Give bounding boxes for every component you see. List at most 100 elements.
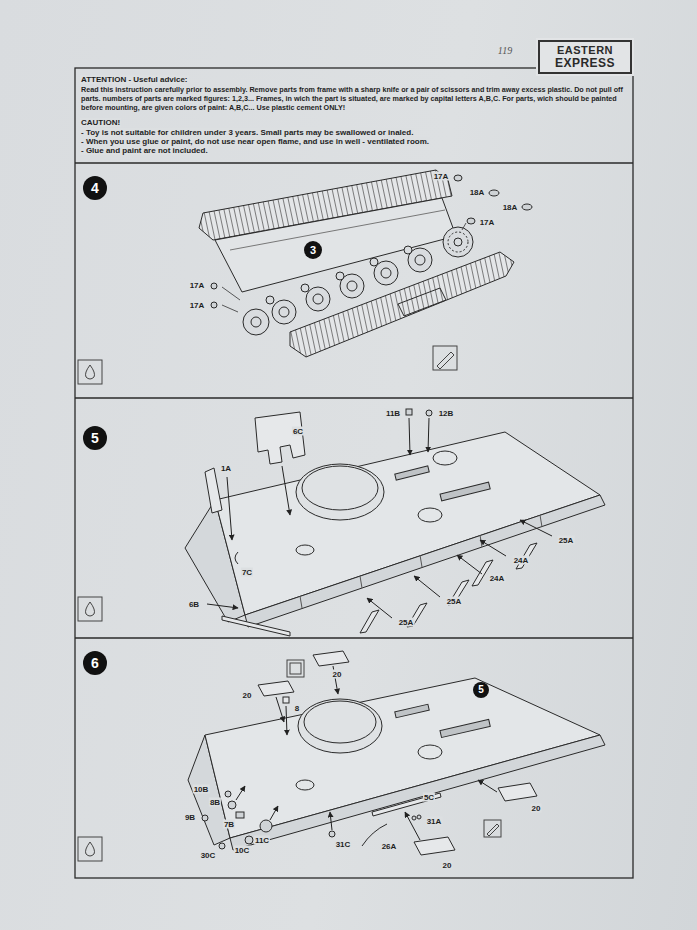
part-callout: 8: [294, 704, 300, 713]
drawing-stroke: [440, 482, 490, 501]
drawing-stroke: [437, 352, 454, 369]
drawing-stroke: [286, 706, 287, 735]
drawing-stroke: [467, 218, 475, 224]
drawing-stroke: [258, 681, 294, 696]
part-callout: 17A: [479, 218, 496, 227]
instruction-note: Read this instruction carefully prior to…: [80, 85, 632, 112]
drawing-stroke: [251, 317, 261, 327]
drawing-stroke: [360, 543, 537, 633]
drawing-stroke: [304, 701, 376, 743]
drawing-stroke: [290, 252, 514, 357]
drawing-stroke: [188, 651, 605, 855]
drawing-stroke: [298, 699, 382, 753]
drawing-stroke: [255, 412, 305, 464]
drawing-stroke: [243, 309, 269, 335]
drawing-stroke: [225, 791, 231, 797]
drawing-stroke: [199, 170, 532, 357]
drawing-stroke: [270, 806, 278, 820]
drawing-stroke: [406, 409, 412, 415]
drawing-stroke: [540, 515, 542, 527]
part-callout: 31A: [426, 817, 443, 826]
drawing-stroke: [215, 198, 456, 292]
drawing-stroke: [415, 255, 425, 265]
drawing-stroke: [266, 296, 274, 304]
drawing-stroke: [78, 597, 102, 621]
drawing-stroke: [381, 268, 391, 278]
part-callout: 6B: [188, 600, 200, 609]
drawing-stroke: [260, 820, 272, 832]
drawing-stroke: [211, 302, 217, 308]
instruction-note: CAUTION!: [80, 118, 121, 127]
drawing-stroke: [306, 287, 330, 311]
part-callout: 9B: [184, 813, 196, 822]
drawing-stroke: [245, 836, 253, 844]
step-number: 6: [83, 651, 107, 675]
part-callout: 20: [531, 804, 542, 813]
drawing-stroke: [370, 258, 378, 266]
instruction-note: - When you use glue or paint, do not use…: [80, 137, 430, 146]
drawing-stroke: [205, 468, 222, 513]
drawing-stroke: [219, 843, 225, 849]
drawing-stroke: [78, 360, 102, 384]
drawing-stroke: [287, 660, 304, 677]
drawing-stroke: [428, 418, 429, 452]
part-callout: 10C: [234, 846, 251, 855]
drawing-stroke: [236, 812, 244, 818]
step-label: 5: [478, 685, 484, 695]
step-number: 3: [304, 241, 322, 259]
drawing-stroke: [395, 704, 429, 717]
part-callout: 20: [242, 691, 253, 700]
drawing-stroke: [404, 246, 412, 254]
part-callout: 10B: [193, 785, 210, 794]
drawing-stroke: [230, 735, 605, 850]
drawing-stroke: [296, 780, 314, 790]
drawing-stroke: [243, 227, 473, 335]
drawing-stroke: [279, 307, 289, 317]
drawing-stroke: [222, 287, 240, 300]
drawing-stroke: [405, 812, 420, 840]
drawing-stroke: [414, 576, 440, 597]
part-callout: 6C: [292, 427, 304, 436]
part-callout: 26A: [381, 842, 398, 851]
part-callout: 25A: [558, 536, 575, 545]
drawing-stroke: [443, 227, 473, 257]
drawing-stroke: [75, 68, 633, 878]
drawing-stroke: [228, 801, 236, 809]
drawing-stroke: [426, 410, 432, 416]
drawing-stroke: [222, 223, 466, 312]
part-callout: 24A: [489, 574, 506, 583]
drawing-stroke: [457, 555, 482, 574]
drawing-stroke: [313, 651, 349, 666]
drawing-stroke: [418, 508, 442, 522]
drawing-stroke: [300, 515, 542, 608]
drawing-stroke: [282, 466, 290, 515]
instruction-note: ATTENTION - Useful advice:: [80, 75, 189, 84]
drawing-stroke: [398, 288, 446, 316]
drawing-stroke: [86, 602, 95, 616]
drawing-stroke: [283, 697, 289, 703]
drawing-stroke: [235, 552, 238, 564]
part-callout: 12B: [438, 409, 455, 418]
drawing-stroke: [360, 576, 362, 588]
drawing-stroke: [489, 190, 499, 196]
drawing-stroke: [360, 610, 379, 633]
drawing-stroke: [86, 365, 95, 379]
step-number: 4: [83, 176, 107, 200]
brand-text: EXPRESS: [555, 57, 615, 70]
drawing-stroke: [454, 175, 462, 181]
drawing-stroke: [395, 466, 429, 480]
drawing-stroke: [276, 697, 284, 722]
drawing-stroke: [462, 223, 466, 230]
step-number: 5: [473, 682, 489, 698]
drawing-stroke: [75, 162, 633, 163]
drawing-stroke: [522, 204, 532, 210]
step-label: 5: [91, 431, 99, 445]
step-label: 3: [310, 245, 316, 256]
drawing-stroke: [336, 272, 344, 280]
part-callout: 24A: [513, 556, 530, 565]
instruction-note: - Glue and paint are not included.: [80, 146, 209, 155]
drawing-stroke: [347, 281, 357, 291]
step-label: 4: [91, 181, 99, 195]
drawing-stroke: [440, 719, 490, 737]
